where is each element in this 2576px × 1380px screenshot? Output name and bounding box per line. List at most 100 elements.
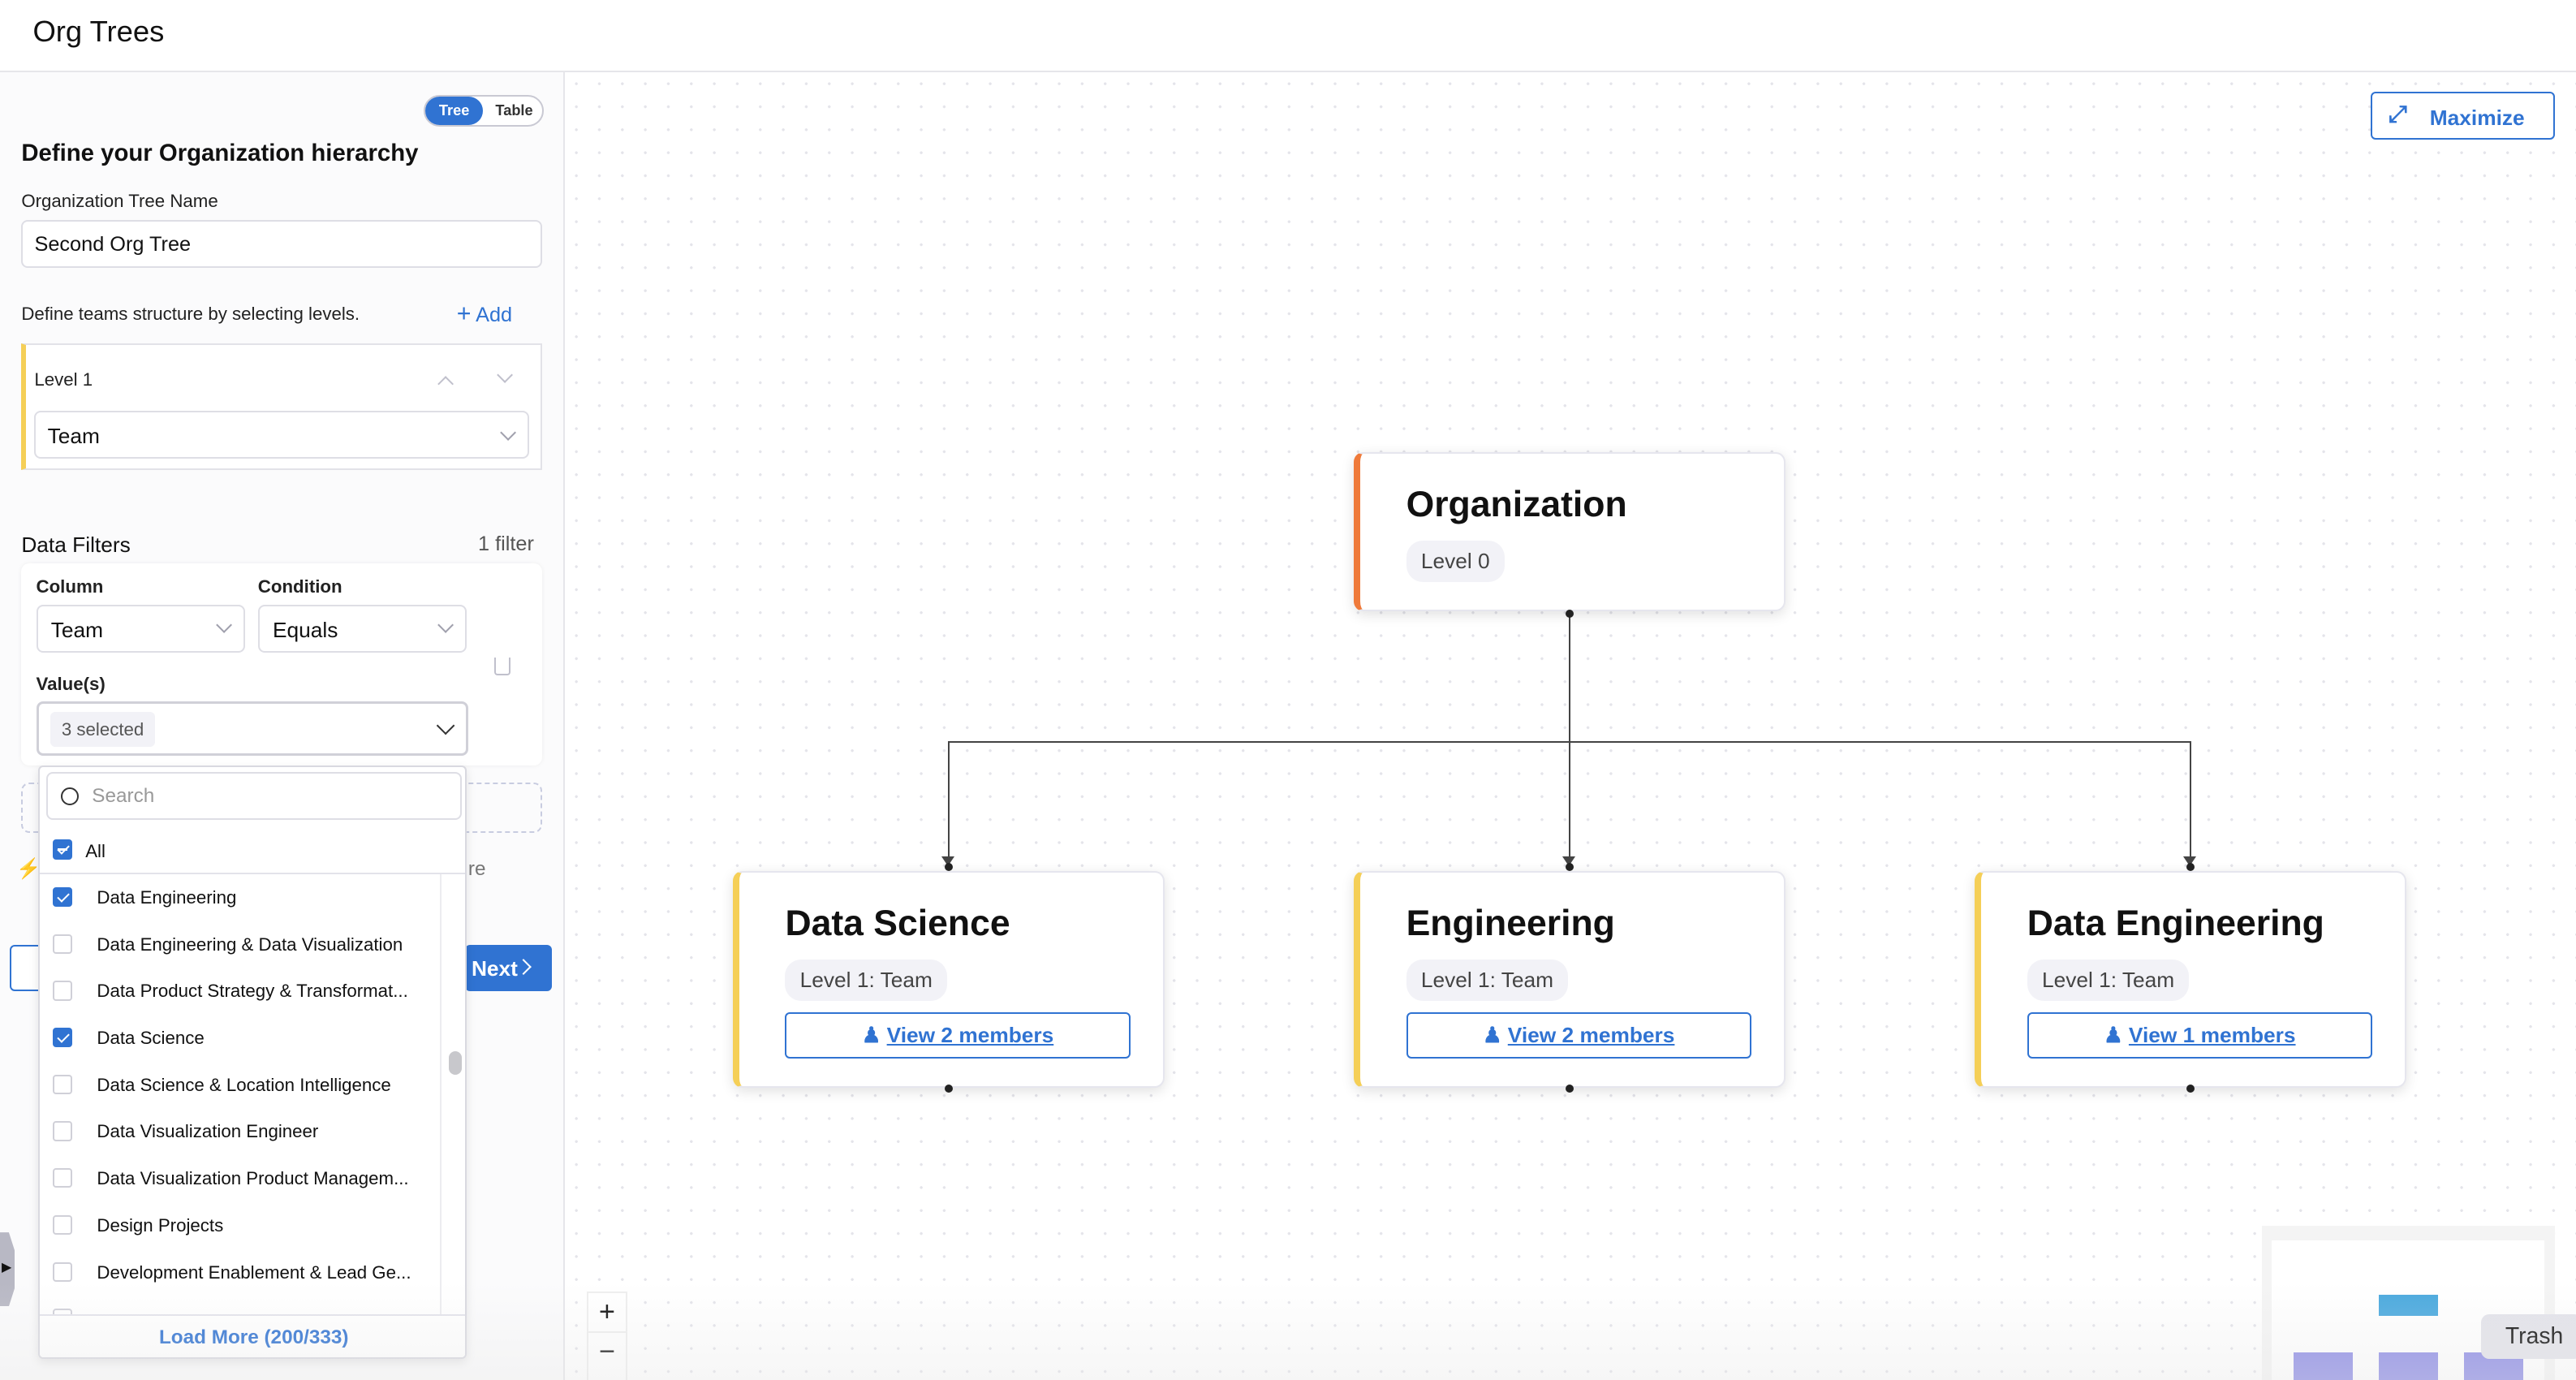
plus-icon: + [456, 300, 472, 328]
chevron-down-icon [216, 617, 233, 634]
view-members-button[interactable]: ♟ View 2 members [785, 1011, 1131, 1059]
handle-dot [1566, 1084, 1574, 1093]
indeterminate-checkbox[interactable] [52, 839, 73, 860]
level-badge: Level 1: Team [1406, 960, 1569, 1001]
expand-icon: ⤢ [2389, 101, 2407, 128]
arrow-icon [2183, 856, 2197, 866]
condition-label: Condition [257, 576, 342, 597]
level-select-value: Team [47, 424, 100, 449]
org-node-root[interactable]: Organization Level 0 [1353, 451, 1786, 611]
add-label: Add [476, 304, 513, 327]
checkbox[interactable] [52, 1028, 73, 1048]
option-label: Data Engineering [97, 887, 237, 908]
checkbox[interactable] [52, 981, 73, 1001]
arrow-icon [941, 856, 954, 866]
dropdown-option[interactable]: Design Projects [40, 1202, 442, 1248]
option-label: Data Engineering & Data Visualization [97, 934, 403, 955]
chevron-down-icon [437, 716, 455, 735]
connector [1569, 740, 1571, 860]
levels-hint: Define teams structure by selecting leve… [21, 304, 360, 325]
search-icon [60, 787, 80, 805]
level-select[interactable]: Team [34, 411, 529, 459]
view-toggle[interactable]: Tree Table [424, 95, 544, 127]
move-up-icon[interactable] [437, 375, 454, 392]
dropdown-option[interactable]: Data Science [40, 1015, 442, 1061]
condition-select[interactable]: Equals [257, 604, 467, 653]
trash-icon[interactable] [494, 657, 511, 675]
add-level-button[interactable]: + Add [457, 300, 512, 328]
members-icon: ♟ [861, 1022, 881, 1047]
checkbox[interactable] [52, 1214, 73, 1236]
handle-dot [944, 862, 954, 871]
search-placeholder: Search [92, 785, 155, 808]
dropdown-option[interactable]: Data Product Strategy & Transformat... [40, 968, 442, 1014]
hint-text: re [467, 857, 486, 880]
dropdown-option[interactable]: Data Science & Location Intelligence [40, 1062, 442, 1108]
handle-dot [2186, 862, 2195, 871]
lightning-icon: ⚡ [16, 857, 41, 880]
checkbox[interactable] [52, 887, 73, 908]
checkbox[interactable] [52, 1121, 73, 1141]
members-icon: ♟ [2104, 1022, 2123, 1047]
node-title: Engineering [1406, 903, 1615, 944]
node-title: Data Science [785, 903, 1010, 944]
tab-table[interactable]: Table [495, 102, 533, 119]
column-select[interactable]: Team [36, 604, 245, 653]
node-title: Organization [1406, 485, 1627, 525]
maximize-button[interactable]: ⤢ Maximize [2370, 92, 2555, 140]
filter-card: Column Condition Team Equals Value(s) 3 … [21, 563, 542, 766]
next-button[interactable]: Next [464, 944, 553, 991]
view-members-button[interactable]: ♟ View 1 members [2027, 1011, 2372, 1059]
connector [1569, 613, 1571, 741]
move-down-icon[interactable] [497, 367, 514, 384]
dropdown-option[interactable]: Development Enablement & Lead Ge... [40, 1248, 442, 1295]
minimap-node [2293, 1352, 2353, 1380]
next-label: Next [471, 956, 518, 981]
option-label: Data Science & Location Intelligence [97, 1074, 391, 1095]
dropdown-option[interactable]: Data Engineering [40, 874, 442, 921]
checkbox[interactable] [52, 934, 73, 954]
minimap-node [2379, 1352, 2438, 1380]
org-node-team[interactable]: Engineering Level 1: Team ♟ View 2 membe… [1353, 870, 1786, 1088]
view-members-button[interactable]: ♟ View 2 members [1406, 1011, 1751, 1059]
level-card: Level 1 Team [21, 343, 542, 470]
tree-name-label: Organization Tree Name [21, 190, 218, 211]
zoom-out-button[interactable]: − [588, 1330, 627, 1371]
play-icon: ▶ [2, 1259, 12, 1274]
arrow-icon [1562, 856, 1575, 866]
scrollbar-thumb[interactable] [448, 1051, 462, 1075]
checkbox[interactable] [52, 1074, 73, 1095]
page-title: Org Trees [32, 15, 165, 49]
data-filters-title: Data Filters [21, 532, 131, 557]
scrollbar-track [440, 873, 442, 1315]
load-more-button[interactable]: Load More (200/333) [39, 1314, 465, 1358]
checkbox[interactable] [52, 1168, 73, 1188]
view-members-label: View 2 members [886, 1022, 1054, 1047]
option-label: Data Visualization Engineer [97, 1121, 319, 1142]
dropdown-option[interactable]: Data Engineering & Data Visualization [40, 921, 442, 968]
org-node-team[interactable]: Data Engineering Level 1: Team ♟ View 1 … [1975, 870, 2407, 1088]
condition-select-value: Equals [272, 618, 338, 643]
chevron-down-icon [437, 617, 454, 634]
org-node-team[interactable]: Data Science Level 1: Team ♟ View 2 memb… [732, 870, 1165, 1088]
minimap[interactable] [2262, 1226, 2555, 1380]
handle-dot [2186, 1084, 2195, 1093]
checkbox[interactable] [52, 1261, 73, 1282]
zoom-in-button[interactable]: + [598, 1296, 615, 1328]
level-badge: Level 1: Team [2027, 960, 2190, 1001]
chevron-down-icon [500, 425, 517, 442]
tree-name-input[interactable]: Second Org Tree [21, 220, 542, 268]
search-input[interactable]: Search [45, 772, 462, 821]
values-multiselect[interactable]: 3 selected [36, 701, 468, 757]
dropdown-option[interactable]: Data Visualization Engineer [40, 1108, 442, 1154]
option-label: Development Enablement & Lead Ge... [97, 1261, 411, 1283]
selected-count-chip: 3 selected [50, 712, 156, 747]
panel-collapse-handle[interactable]: ▶ [0, 1232, 15, 1307]
select-all-option[interactable]: All [39, 828, 465, 874]
handle-dot [944, 1084, 954, 1093]
app-header: Org Trees [0, 0, 2576, 73]
tab-tree[interactable]: Tree [425, 97, 484, 125]
minimap-node [2379, 1295, 2438, 1317]
dropdown-option[interactable]: Data Visualization Product Managem... [40, 1155, 442, 1201]
